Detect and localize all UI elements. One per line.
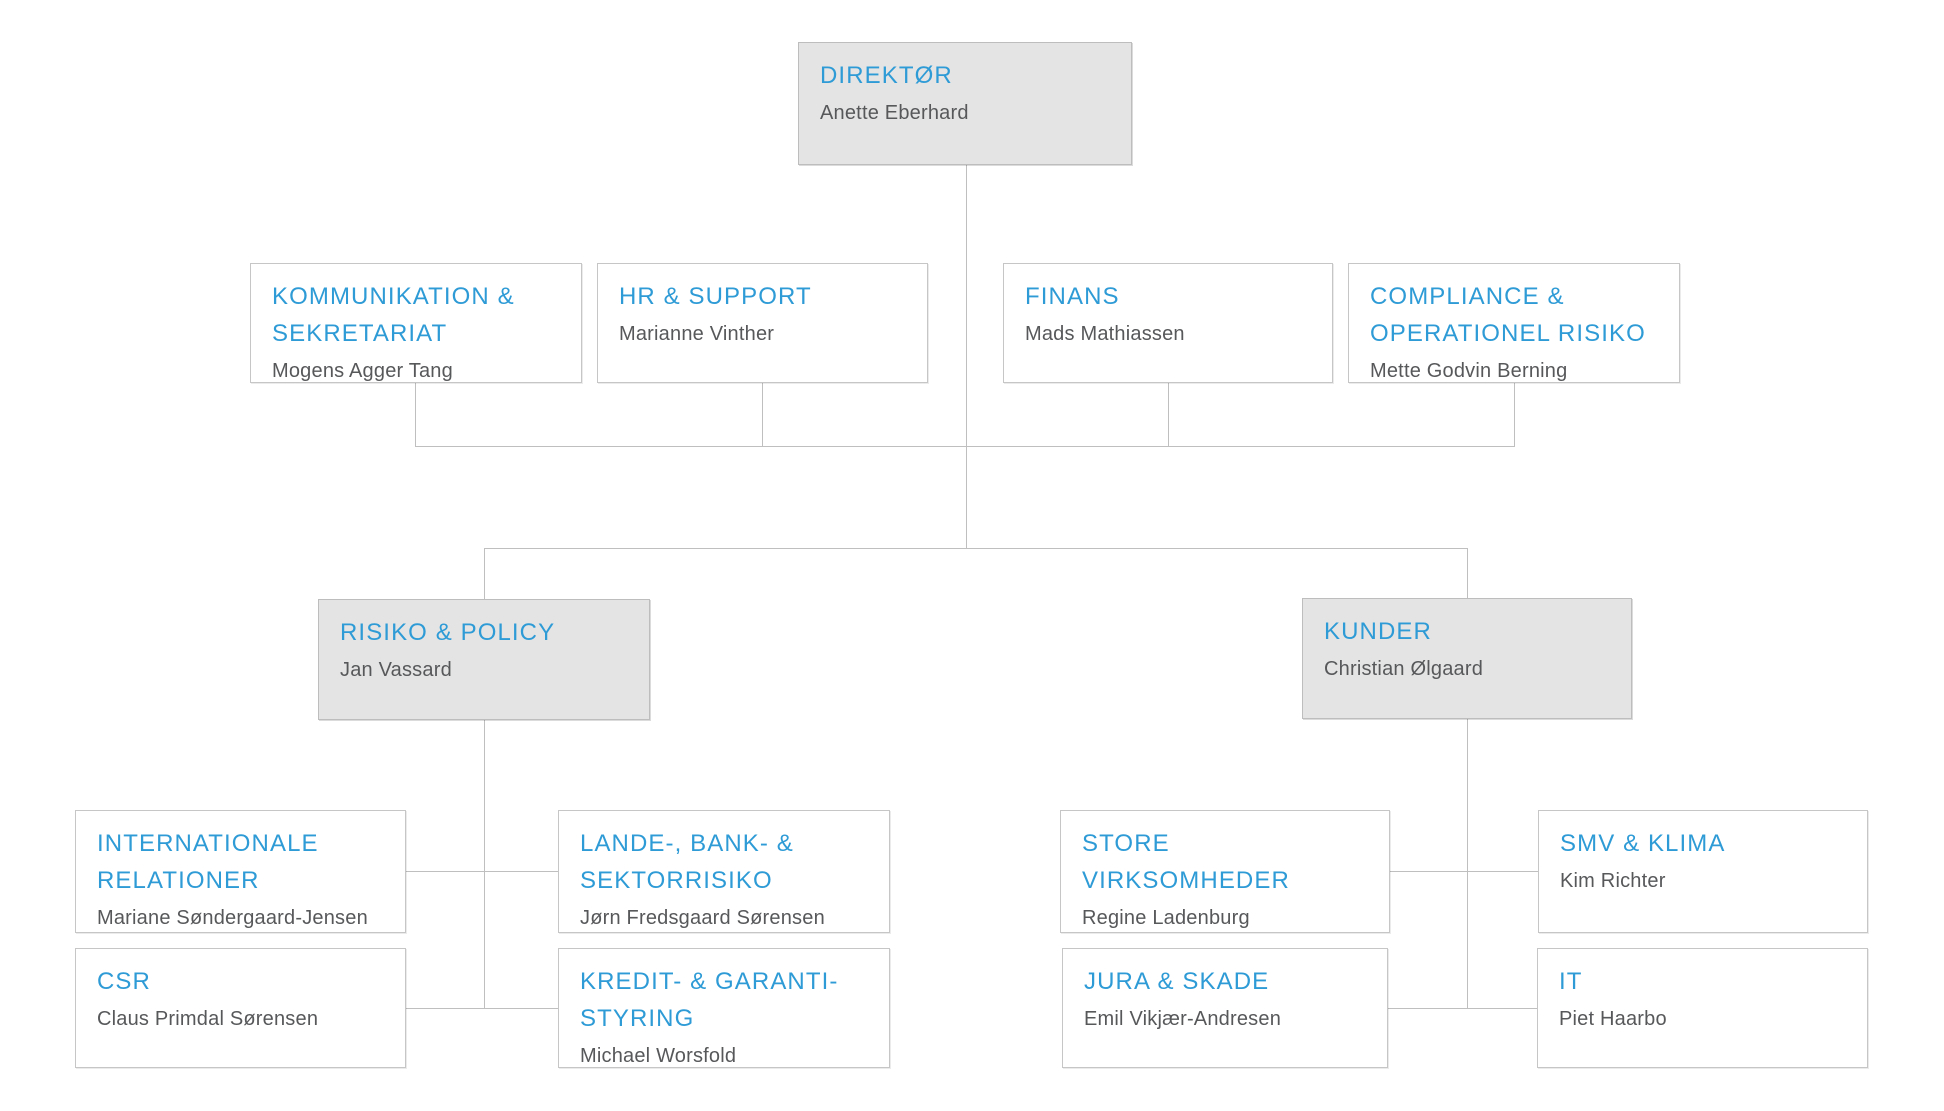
org-node-csr: CSR Claus Primdal Sørensen	[75, 948, 406, 1068]
org-node-risiko: RISIKO & POLICY Jan Vassard	[318, 599, 650, 720]
connector-stub-risiko	[484, 548, 485, 599]
org-node-title: RISIKO & POLICY	[340, 619, 556, 646]
org-node-person: Mogens Agger Tang	[272, 360, 453, 382]
org-node-person: Mette Godvin Berning	[1370, 360, 1568, 382]
org-node-title: IT	[1559, 968, 1583, 995]
org-node-kommunikation: KOMMUNIKATION & SEKRETARIAT Mogens Agger…	[250, 263, 582, 383]
org-node-title: LANDE-, BANK- & SEKTORRISIKO	[580, 830, 794, 894]
connector-risiko-trunk	[484, 720, 485, 1008]
org-node-jura-skade: JURA & SKADE Emil Vikjær-Andresen	[1062, 948, 1388, 1068]
org-node-person: Christian Ølgaard	[1324, 658, 1484, 680]
org-node-hr: HR & SUPPORT Marianne Vinther	[597, 263, 928, 383]
connector-direktor-trunk-lower	[966, 446, 967, 548]
org-node-person: Kim Richter	[1560, 870, 1666, 892]
org-node-title: KREDIT- & GARANTI- STYRING	[580, 968, 839, 1032]
connector-stub-hr	[762, 383, 763, 446]
connector-stub-finans	[1168, 383, 1169, 446]
org-node-title: JURA & SKADE	[1084, 968, 1270, 995]
org-node-person: Mads Mathiassen	[1025, 323, 1185, 345]
connector-level3-bus	[484, 548, 1468, 549]
org-node-smv-klima: SMV & KLIMA Kim Richter	[1538, 810, 1868, 933]
connector-level2-bus	[415, 446, 1515, 447]
org-node-person: Jan Vassard	[340, 659, 452, 681]
org-node-compliance: COMPLIANCE & OPERATIONEL RISIKO Mette Go…	[1348, 263, 1680, 383]
connector-risiko-row2	[406, 1008, 558, 1009]
connector-stub-compliance	[1514, 383, 1515, 446]
org-node-kredit-garantistyring: KREDIT- & GARANTI- STYRING Michael Worsf…	[558, 948, 890, 1068]
connector-risiko-row1	[406, 871, 558, 872]
org-node-lande-bank-sektorrisiko: LANDE-, BANK- & SEKTORRISIKO Jørn Fredsg…	[558, 810, 890, 933]
org-node-person: Claus Primdal Sørensen	[97, 1008, 319, 1030]
connector-direktor-trunk	[966, 165, 967, 446]
org-node-title: KOMMUNIKATION & SEKRETARIAT	[272, 283, 515, 347]
org-node-person: Michael Worsfold	[580, 1045, 737, 1067]
org-node-person: Marianne Vinther	[619, 323, 775, 345]
org-node-person: Regine Ladenburg	[1082, 907, 1250, 929]
org-node-title: FINANS	[1025, 283, 1120, 310]
org-node-title: HR & SUPPORT	[619, 283, 812, 310]
org-node-title: DIREKTØR	[820, 62, 953, 89]
org-node-person: Piet Haarbo	[1559, 1008, 1667, 1030]
org-node-person: Emil Vikjær-Andresen	[1084, 1008, 1282, 1030]
connector-kunder-row1	[1390, 871, 1538, 872]
org-node-internationale-relationer: INTERNATIONALE RELATIONER Mariane Sønder…	[75, 810, 406, 933]
org-node-it: IT Piet Haarbo	[1537, 948, 1868, 1068]
org-node-person: Mariane Søndergaard-Jensen	[97, 907, 368, 929]
org-node-kunder: KUNDER Christian Ølgaard	[1302, 598, 1632, 719]
connector-stub-kommunikation	[415, 383, 416, 446]
org-node-person: Jørn Fredsgaard Sørensen	[580, 907, 825, 929]
org-node-store-virksomheder: STORE VIRKSOMHEDER Regine Ladenburg	[1060, 810, 1390, 933]
org-node-title: KUNDER	[1324, 618, 1432, 645]
connector-stub-kunder	[1467, 548, 1468, 598]
org-node-finans: FINANS Mads Mathiassen	[1003, 263, 1333, 383]
org-node-person: Anette Eberhard	[820, 102, 969, 124]
org-node-title: COMPLIANCE & OPERATIONEL RISIKO	[1370, 283, 1646, 347]
org-node-title: SMV & KLIMA	[1560, 830, 1726, 857]
connector-kunder-row2	[1388, 1008, 1537, 1009]
org-node-title: CSR	[97, 968, 151, 995]
org-node-title: STORE VIRKSOMHEDER	[1082, 830, 1290, 894]
org-node-direktor: DIREKTØR Anette Eberhard	[798, 42, 1132, 165]
connector-kunder-trunk	[1467, 719, 1468, 1008]
org-node-title: INTERNATIONALE RELATIONER	[97, 830, 319, 894]
